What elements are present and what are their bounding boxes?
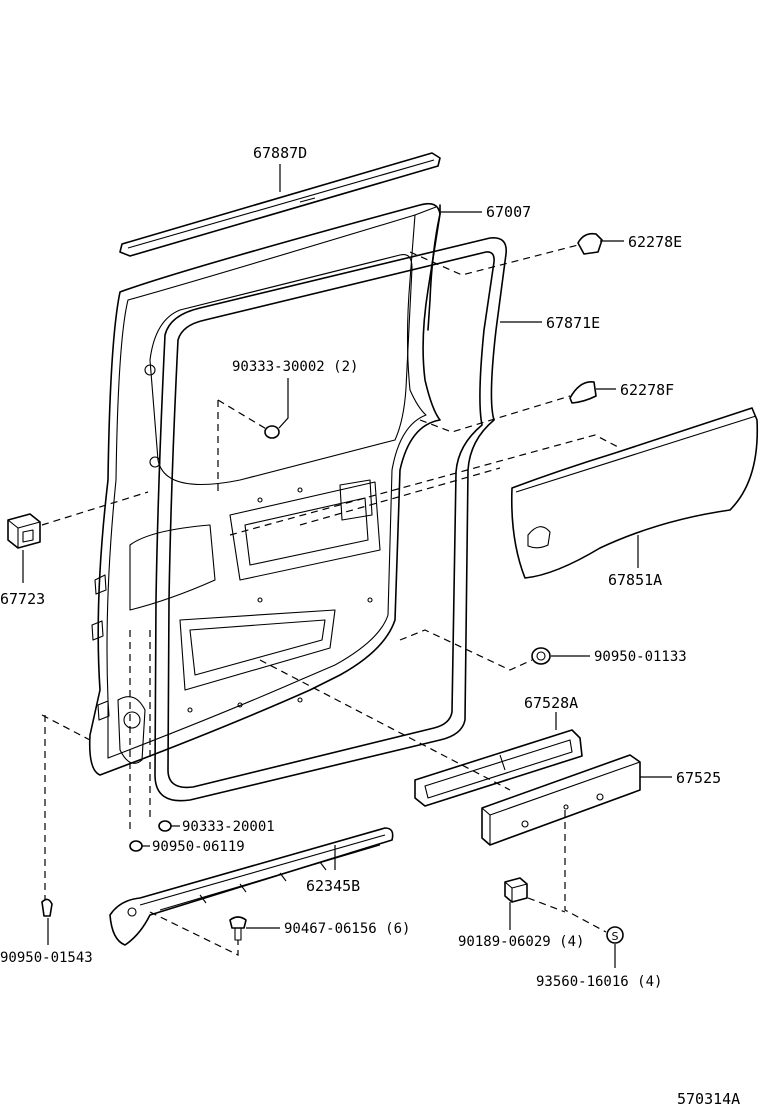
label-90467-06156: 90467-06156 (6) <box>284 921 410 937</box>
trim-67851A-drawing <box>510 407 759 579</box>
channel-67007-drawing <box>414 204 441 331</box>
door-panel-drawing <box>88 202 441 776</box>
label-93560-16016: 93560-16016 (4) <box>536 974 662 990</box>
reference-lines <box>41 244 621 956</box>
label-67851A: 67851A <box>608 571 662 589</box>
label-90333-30002: 90333-30002 (2) <box>232 359 358 375</box>
rail-62345B-drawing <box>109 827 394 946</box>
label-62278E: 62278E <box>628 233 682 251</box>
leader-lines <box>22 164 672 968</box>
clip-90333-30002-drawing <box>264 425 280 439</box>
nut-90189-06029-drawing <box>504 877 528 903</box>
rail-67887D-drawing <box>119 152 441 257</box>
frame-67528A-drawing <box>414 729 583 807</box>
screw-93560-16016-drawing: S <box>606 926 624 944</box>
label-67871E: 67871E <box>546 314 600 332</box>
label-90333-20001: 90333-20001 <box>182 819 275 835</box>
label-62345B: 62345B <box>306 877 360 895</box>
cap-62278E-drawing <box>577 232 603 255</box>
grommet-90950-01133-drawing <box>531 647 551 665</box>
label-90950-01543: 90950-01543 <box>0 950 93 966</box>
weatherstrip-67871E-drawing <box>154 237 507 802</box>
label-67528A: 67528A <box>524 694 578 712</box>
plate-67525-drawing <box>481 754 641 846</box>
clip-90467-06156-drawing <box>229 916 247 941</box>
label-90189-06029: 90189-06029 (4) <box>458 934 584 950</box>
label-62278F: 62278F <box>620 381 674 399</box>
cap-62278F-drawing <box>569 381 597 404</box>
label-67007: 67007 <box>486 203 531 221</box>
svg-text:S: S <box>612 930 619 943</box>
clip-90950-01543-drawing <box>41 898 53 917</box>
block-67723-drawing <box>7 513 41 549</box>
label-67887D: 67887D <box>253 144 307 162</box>
label-90950-01133: 90950-01133 <box>594 649 687 665</box>
drawing-number: 570314A <box>677 1090 740 1108</box>
label-67525: 67525 <box>676 769 721 787</box>
label-67723: 67723 <box>0 590 45 608</box>
label-90950-06119: 90950-06119 <box>152 839 245 855</box>
clips-lower-drawing <box>129 820 172 852</box>
